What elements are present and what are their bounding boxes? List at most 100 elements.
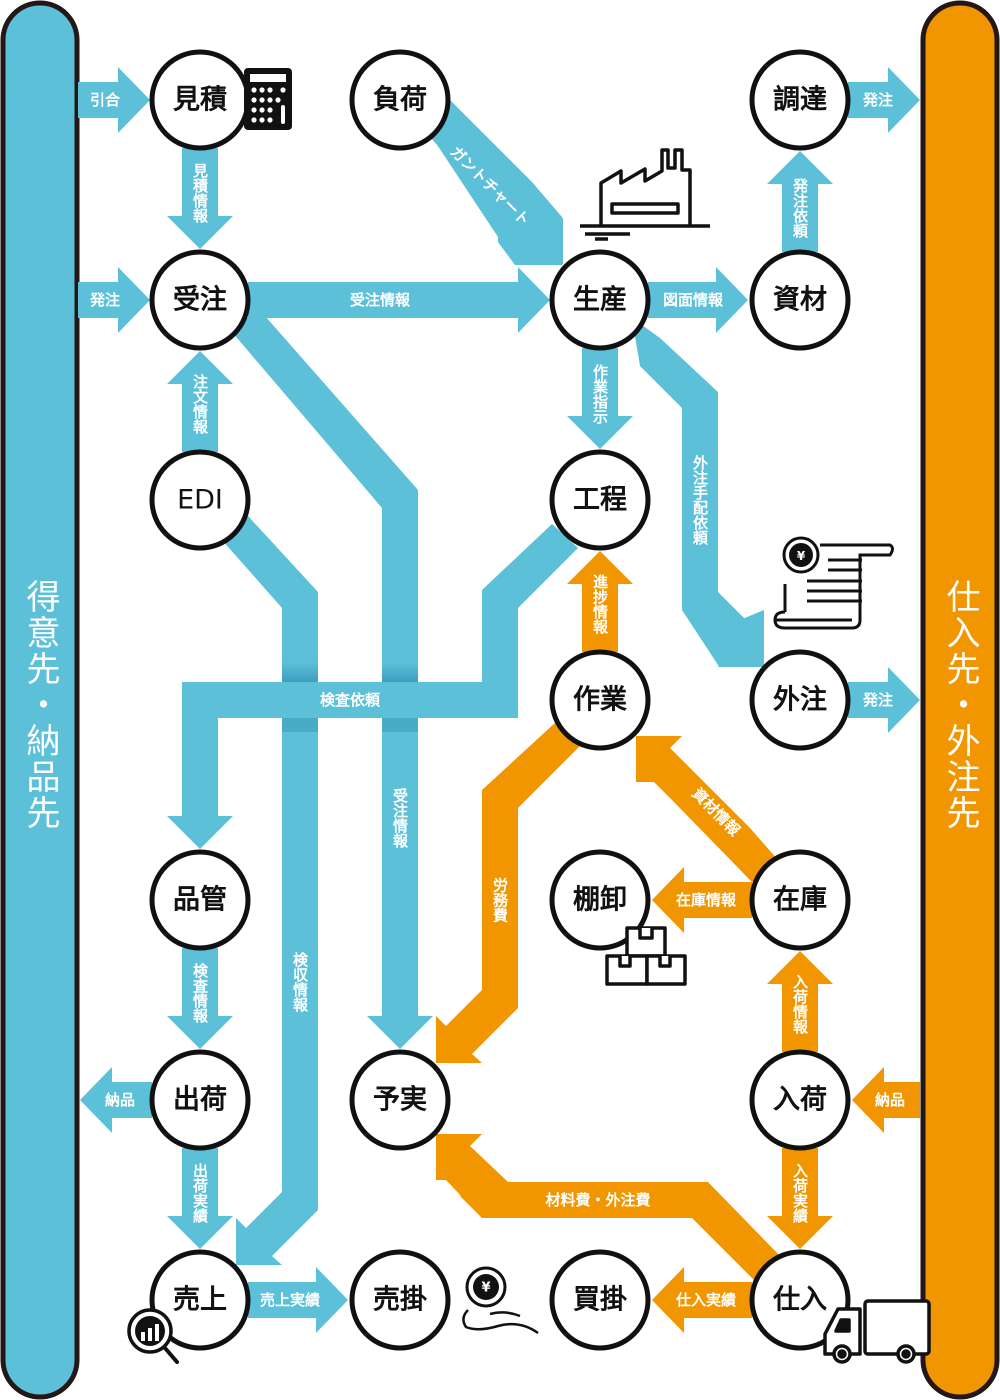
customer-side-bar: 得意先・納品先 [0,0,80,1400]
svg-text:生産: 生産 [573,284,627,316]
node-fuka[interactable]: 負荷 [349,49,451,151]
edge-hikiai: 引合 [78,67,150,133]
edge-nohin-supplier: 納品 [852,1067,920,1133]
svg-text:納品: 納品 [105,1091,135,1109]
svg-text:調達: 調達 [773,84,827,116]
svg-text:負荷: 負荷 [373,85,427,116]
edge-hatchu-chotatsu: 発注 [848,67,920,133]
boxes-icon [605,926,687,986]
svg-text:検査依頼: 検査依頼 [320,691,381,709]
node-uriage[interactable]: 売上 [149,1249,251,1351]
edge-hatchu-gaichu: 発注 [848,667,920,733]
node-shizai[interactable]: 資材 [749,249,851,351]
node-shukka[interactable]: 出荷 [149,1049,251,1151]
edge-zairyohi-gaichuhi: 材料費・外注費 [436,1134,780,1280]
node-nyuka[interactable]: 入荷 [749,1049,851,1151]
svg-text:入荷情報: 入荷情報 [791,974,809,1035]
edge-zumen-joho: 図面情報 [648,267,748,333]
delivery-truck-icon [823,1299,931,1364]
svg-text:資材: 資材 [773,285,827,316]
edge-shinchoku-joho: 進捗情報 [567,551,633,652]
edge-shizai-joho: 資材情報 [636,736,778,882]
edge-shiire-jisseki: 仕入実績 [652,1267,752,1333]
edge-kensa-joho: 検査情報 [167,948,233,1049]
svg-text:引合: 引合 [90,91,121,109]
edge-nyuka-jisseki: 入荷実績 [767,1148,833,1249]
node-kaikake[interactable]: 買掛 [549,1249,651,1351]
edge-nohin-customer: 納品 [80,1067,152,1133]
svg-text:見積情報: 見積情報 [191,163,209,224]
svg-text:入荷: 入荷 [773,1085,827,1116]
node-hinkan[interactable]: 品管 [149,849,251,951]
svg-text:買掛: 買掛 [573,1285,627,1316]
edge-sagyo-shiji: 作業指示 [567,348,633,449]
node-yojitsu[interactable]: 予実 [349,1049,451,1151]
edge-shukka-jisseki: 出荷実績 [167,1148,233,1249]
svg-text:出荷: 出荷 [173,1085,227,1116]
svg-text:労務費: 労務費 [491,877,509,924]
svg-text:注文情報: 注文情報 [191,373,209,435]
svg-text:外注: 外注 [773,684,827,716]
supplier-side-bar: 仕入先・外注先 [920,0,1000,1400]
node-urikake[interactable]: 売掛 [349,1249,451,1351]
node-tanaoroshi[interactable]: 棚卸 [549,849,651,951]
svg-text:品管: 品管 [173,885,227,916]
svg-text:出荷実績: 出荷実績 [191,1162,209,1224]
svg-text:EDI: EDI [177,485,223,516]
edge-nyuka-joho: 入荷情報 [767,951,833,1052]
edge-chumon-joho: 注文情報 [167,351,233,452]
svg-text:作業: 作業 [573,685,627,716]
svg-text:作業指示: 作業指示 [591,363,609,425]
edge-zaiko-joho: 在庫情報 [652,867,752,933]
svg-text:材料費・外注費: 材料費・外注費 [545,1191,650,1209]
analytics-magnifier-icon [127,1308,179,1364]
edge-juchu-joho-yojitsu: 受注情報 [232,308,433,1049]
svg-text:外注手配依頼: 外注手配依頼 [691,454,709,546]
svg-text:発注: 発注 [862,691,893,709]
customer-side-label: 得意先・納品先 [20,579,60,831]
node-sagyo[interactable]: 作業 [549,649,651,751]
edge-romuhi: 労務費 [436,722,580,1063]
node-shiire[interactable]: 仕入 [749,1249,851,1351]
node-gaichu[interactable]: 外注 [749,649,851,751]
svg-text:棚卸: 棚卸 [573,884,627,916]
svg-text:売上: 売上 [173,1285,227,1316]
edge-mitsumori-joho: 見積情報 [167,148,233,249]
svg-text:仕入: 仕入 [772,1285,827,1316]
svg-text:発注: 発注 [89,291,120,309]
svg-text:入荷実績: 入荷実績 [791,1163,809,1224]
svg-text:検収情報: 検収情報 [291,951,309,1013]
node-edi[interactable]: EDI [149,449,251,551]
svg-text:受注情報: 受注情報 [350,291,411,309]
factory-icon [580,148,710,241]
edge-hatchu-customer: 発注 [78,267,150,333]
edge-gaichu-tehai-irai: 外注手配依頼 [632,318,764,667]
edge-hatchu-irai: 発注依頼 [767,151,833,252]
node-juchu[interactable]: 受注 [149,249,251,351]
svg-text:工程: 工程 [573,485,627,516]
edge-kensa-irai: 検査依頼 [167,524,578,849]
svg-text:¥: ¥ [481,1281,490,1296]
svg-text:受注: 受注 [173,284,227,316]
invoice-yen-icon: ¥ [773,536,894,630]
svg-text:発注: 発注 [862,91,893,109]
node-mitsumori[interactable]: 見積 [149,49,251,151]
svg-text:在庫情報: 在庫情報 [676,891,737,909]
svg-text:納品: 納品 [875,1091,905,1109]
svg-text:進捗情報: 進捗情報 [591,574,609,635]
svg-text:検査情報: 検査情報 [191,962,209,1024]
svg-text:発注依頼: 発注依頼 [791,177,809,239]
node-seisan[interactable]: 生産 [549,249,651,351]
node-chotatsu[interactable]: 調達 [749,49,851,151]
node-kotei[interactable]: 工程 [549,449,651,551]
edge-juchu-joho: 受注情報 [248,267,550,333]
node-zaiko[interactable]: 在庫 [749,849,851,951]
calculator-icon [244,68,292,130]
edge-uriage-jisseki: 売上実績 [248,1267,348,1333]
svg-text:受注情報: 受注情報 [391,787,409,849]
svg-text:売上実績: 売上実績 [260,1291,320,1309]
svg-text:仕入実績: 仕入実績 [675,1291,736,1309]
svg-text:売掛: 売掛 [373,1285,427,1316]
svg-text:¥: ¥ [797,549,806,563]
